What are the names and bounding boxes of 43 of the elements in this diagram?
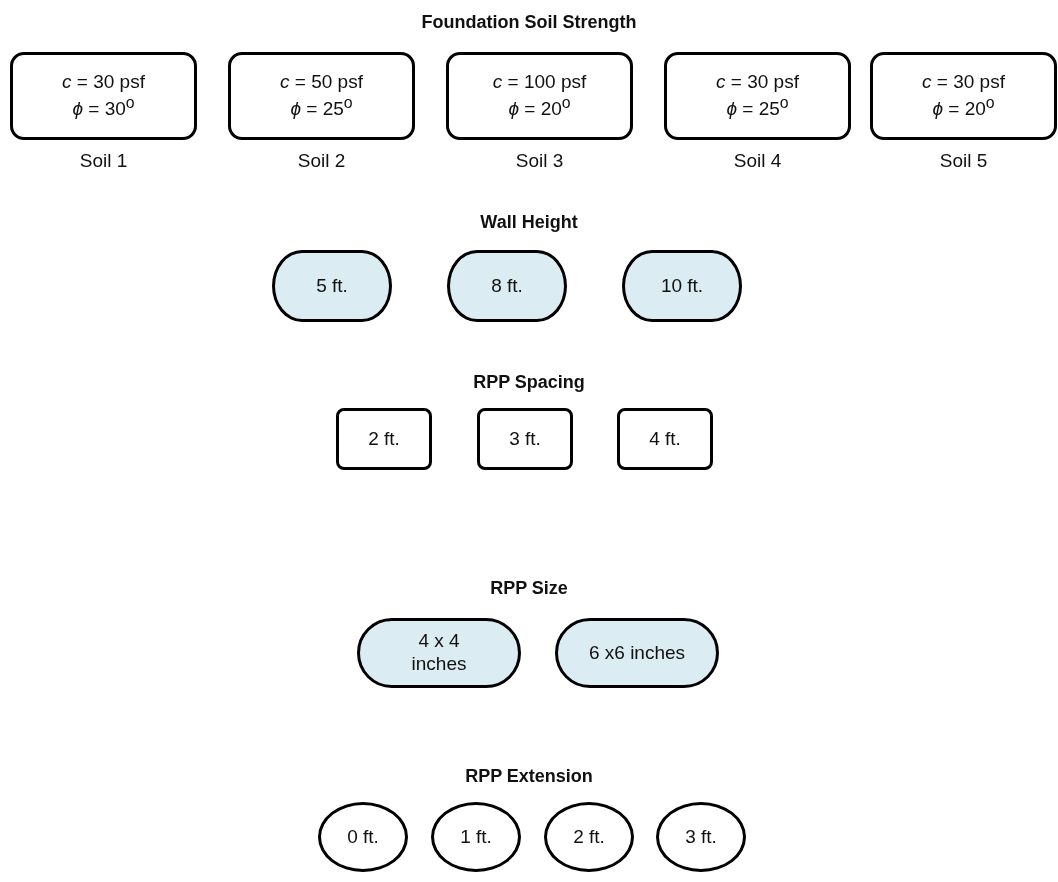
option-value: ϕ = 20$^{o}$ xyxy=(932,93,995,121)
option-value: 4 x 4 inches xyxy=(410,630,468,676)
soil-caption: Soil 2 xyxy=(296,150,347,172)
option-value: 3 ft. xyxy=(509,427,541,451)
wall-height-option xyxy=(272,250,392,322)
option-value: c = 30 psf xyxy=(62,71,145,94)
option-value: ϕ = 20$^{o}$ xyxy=(508,93,571,121)
option-value: c = 100 psf xyxy=(492,71,587,94)
wall-height-option xyxy=(447,250,567,322)
spacing-option-box xyxy=(336,408,432,470)
soil-caption: Soil 1 xyxy=(78,150,129,172)
section-heading: Foundation Soil Strength xyxy=(420,12,638,33)
soil-property-box xyxy=(664,52,851,140)
option-value: 1 ft. xyxy=(460,825,492,849)
section-heading: RPP Extension xyxy=(464,766,594,787)
section-heading: RPP Size xyxy=(489,578,569,599)
option-value: c = 30 psf xyxy=(716,71,799,94)
option-value: 8 ft. xyxy=(491,274,523,298)
option-value: 2 ft. xyxy=(368,427,400,451)
option-value: 0 ft. xyxy=(347,825,379,849)
soil-property-box xyxy=(870,52,1057,140)
option-value: ϕ = 25$^{o}$ xyxy=(290,93,353,121)
option-value: 6 x6 inches xyxy=(588,641,686,665)
option-value: 4 ft. xyxy=(649,427,681,451)
soil-caption: Soil 3 xyxy=(514,150,565,172)
soil-property-box xyxy=(446,52,633,140)
section-heading: RPP Spacing xyxy=(472,372,586,393)
option-value: 5 ft. xyxy=(316,274,348,298)
option-value: c = 50 psf xyxy=(280,71,363,94)
wall-height-option xyxy=(622,250,742,322)
option-value: 10 ft. xyxy=(660,274,704,298)
option-value: ϕ = 25$^{o}$ xyxy=(726,93,789,121)
soil-caption: Soil 4 xyxy=(732,150,783,172)
option-value: ϕ = 30$^{o}$ xyxy=(72,93,135,121)
option-value: 2 ft. xyxy=(573,825,605,849)
spacing-option-box xyxy=(477,408,573,470)
option-value: 3 ft. xyxy=(685,825,717,849)
section-heading: Wall Height xyxy=(479,212,579,233)
option-value: c = 30 psf xyxy=(922,71,1005,94)
spacing-option-box xyxy=(617,408,713,470)
soil-property-box xyxy=(10,52,197,140)
soil-property-box xyxy=(228,52,415,140)
soil-caption: Soil 5 xyxy=(938,150,989,172)
